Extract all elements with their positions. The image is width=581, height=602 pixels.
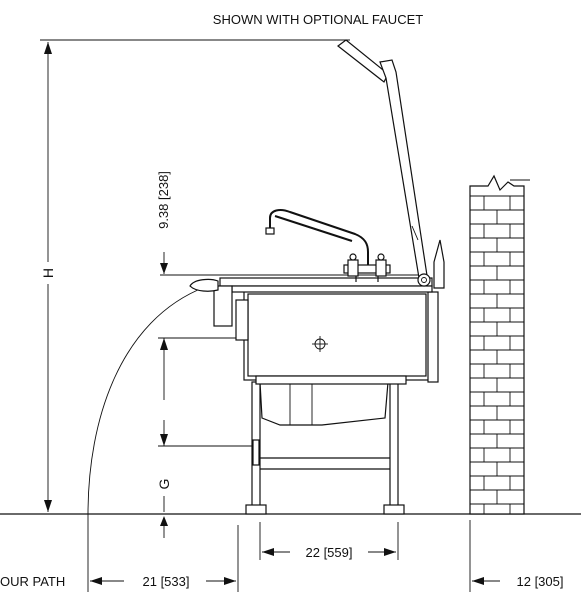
leg-span-label: 22 [559] — [306, 545, 353, 560]
pour-path-label: 21 [533] — [143, 574, 190, 589]
wall-clearance-label: 12 [305] — [517, 574, 564, 589]
clearance-top-g: G — [156, 479, 172, 490]
kettle-rim — [189, 277, 433, 327]
clearance-dimension: G — [156, 337, 255, 538]
brick-wall — [469, 174, 530, 515]
pour-path-caption: OUR PATH — [0, 574, 65, 589]
pour-path-arc — [87, 286, 206, 515]
height-dimension: H — [38, 39, 350, 512]
caption: SHOWN WITH OPTIONAL FAUCET — [213, 12, 423, 27]
optional-faucet — [265, 209, 391, 282]
wall-clearance-dimension: 12 [305] — [469, 520, 564, 592]
pour-path-dimension: 21 [533] OUR PATH — [0, 525, 239, 592]
leg-span-dimension: 22 [559] — [259, 522, 399, 560]
height-label: H — [40, 268, 56, 278]
drain-housing — [259, 381, 389, 426]
faucet-height-label: 9.38 [238] — [156, 171, 171, 229]
kettle-body — [235, 289, 439, 385]
tilt-handle — [337, 39, 445, 289]
